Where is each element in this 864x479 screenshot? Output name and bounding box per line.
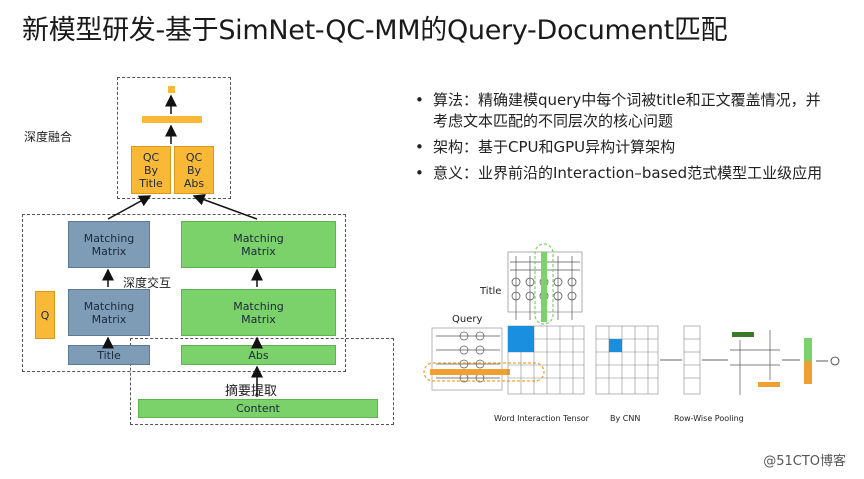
title-box: Title (68, 345, 150, 365)
output-green-cell (804, 338, 812, 361)
output-orange-cell (804, 361, 812, 384)
matching-matrix-upper-left: Matching Matrix (68, 221, 150, 268)
caption-cnn: By CNN (610, 414, 640, 423)
interaction-label: 深度交互 (123, 276, 172, 290)
title-lstm-strip (507, 243, 583, 325)
qc-by-abs-box: QC By Abs (174, 146, 214, 194)
query-lstm-strip (431, 327, 503, 391)
output-node (830, 356, 840, 366)
extract-label: 摘要提取 (225, 384, 278, 399)
hidden-layer-bar (142, 116, 202, 123)
query-label: Query (452, 314, 482, 325)
cnn-grid (595, 325, 659, 395)
bullet-significance-text: 意义：业界前沿的Interaction–based范式模型工业级应用 (433, 164, 823, 182)
fusion-label: 深度融合 (24, 130, 73, 144)
query-q-box: Q (35, 291, 55, 339)
interaction-dashed-region (22, 214, 346, 372)
bullet-list: •算法：精确建模query中每个词被title和正文覆盖情况，并考虑文本匹配的不… (413, 90, 833, 189)
watermark: @51CTO博客 (763, 454, 846, 469)
bullet-algorithm-text: 算法：精确建模query中每个词被title和正文覆盖情况，并考虑文本匹配的不同… (433, 91, 821, 130)
page-title: 新模型研发-基于SimNet-QC-MM的Query-Document匹配 (22, 15, 728, 46)
matching-matrix-lower-right: Matching Matrix (181, 289, 336, 336)
bullet-significance: •意义：业界前沿的Interaction–based范式模型工业级应用 (415, 164, 823, 182)
title-label: Title (479, 286, 501, 297)
arrow-mm-right-to-qc (192, 193, 258, 220)
bullet-algorithm: •算法：精确建模query中每个词被title和正文覆盖情况，并考虑文本匹配的不… (415, 91, 821, 130)
fusion-dashed-region (117, 77, 231, 199)
caption-tensor: Word Interaction Tensor (494, 414, 590, 423)
row-wise-pooling (683, 325, 701, 395)
caption-pool: Row-Wise Pooling (674, 414, 744, 423)
arrow-mm-left-to-qc (107, 195, 152, 220)
bullet-architecture: •架构：基于CPU和GPU异构计算架构 (415, 138, 676, 156)
output-square (168, 86, 175, 93)
qc-by-title-box: QC By Title (131, 146, 171, 194)
bullet-architecture-text: 架构：基于CPU和GPU异构计算架构 (433, 138, 676, 156)
final-lstm-column (730, 330, 780, 395)
matching-matrix-lower-left: Matching Matrix (68, 289, 150, 336)
content-box: Content (138, 399, 378, 418)
matching-matrix-upper-right: Matching Matrix (181, 221, 336, 268)
word-interaction-tensor (507, 325, 585, 395)
